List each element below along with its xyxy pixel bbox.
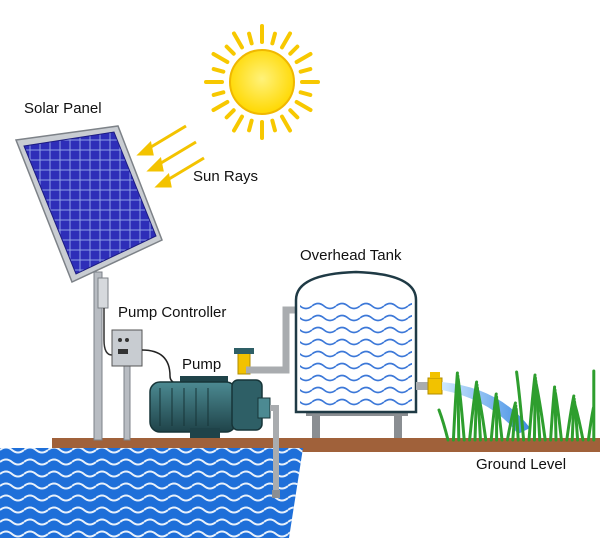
solar-panel-icon [14,125,163,284]
water-spray [442,382,530,434]
valve-icon [416,372,443,395]
ground-level-label: Ground Level [476,456,567,473]
sun-rays-arrows [136,124,205,188]
sun-rays-label: Sun Rays [193,168,259,185]
overhead-tank-label: Overhead Tank [300,247,402,264]
grass-icon [437,369,596,442]
water-source [0,448,303,538]
solar-panel-label: Solar Panel [24,100,102,117]
delivery-pipe [234,306,304,375]
pump-controller-label: Pump Controller [118,304,227,321]
suction-pipe [270,405,279,494]
sun-icon [204,24,320,140]
pump-icon [149,376,271,438]
pump-label: Pump [182,356,222,373]
pump-controller-box [111,329,183,385]
tank-icon [294,270,418,438]
